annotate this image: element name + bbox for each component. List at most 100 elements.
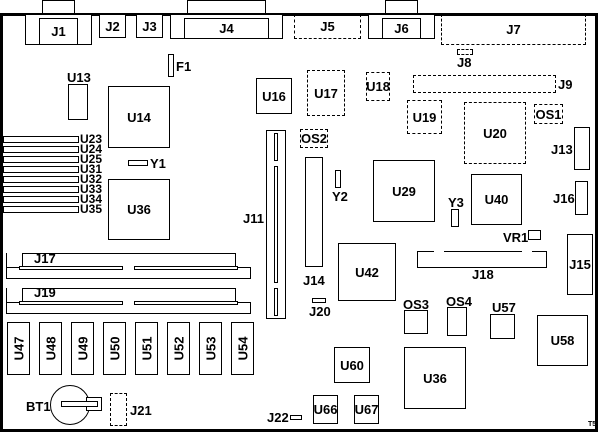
memory-socket[interactable] xyxy=(3,176,79,183)
chip-u17: U17 xyxy=(307,70,345,116)
chip-u54: U54 xyxy=(231,322,254,375)
label-u48: U48 xyxy=(43,336,59,361)
label-j14: J14 xyxy=(303,273,325,288)
label-u40: U40 xyxy=(484,192,509,207)
connector-j6: J6 xyxy=(382,18,421,39)
crystal-y3 xyxy=(451,209,459,227)
label-u52: U52 xyxy=(171,336,187,361)
memory-socket[interactable] xyxy=(3,186,79,193)
j18-notch-right xyxy=(522,250,532,253)
label-u24: U24 xyxy=(80,142,103,156)
label-j2: J2 xyxy=(105,18,120,34)
label-u60: U60 xyxy=(340,357,364,373)
label-u57: U57 xyxy=(492,300,516,315)
chip-u20: U20 xyxy=(464,102,526,164)
label-j18: J18 xyxy=(472,267,494,282)
label-u25: U25 xyxy=(80,152,103,166)
chip-u48: U48 xyxy=(39,322,62,375)
label-u50: U50 xyxy=(107,336,123,361)
chip-u60: U60 xyxy=(334,347,370,383)
label-j11: J11 xyxy=(243,211,264,226)
label-u54: U54 xyxy=(235,336,251,361)
chip-u36-upper: U36 xyxy=(108,179,170,240)
label-j20: J20 xyxy=(309,304,331,319)
chip-u19: U19 xyxy=(407,100,442,134)
chip-u57 xyxy=(490,314,515,339)
crystal-y1 xyxy=(128,160,148,166)
label-u67: U67 xyxy=(354,402,379,417)
slot-j19-notch-left xyxy=(7,288,23,303)
slot-j11-pin-b xyxy=(274,166,278,283)
memory-socket[interactable] xyxy=(3,146,79,153)
connector-j16[interactable] xyxy=(575,181,588,215)
label-vr1: VR1 xyxy=(503,230,529,245)
connector-j9 xyxy=(413,75,556,93)
label-y3: Y3 xyxy=(448,195,464,210)
slot-j17-pins-b xyxy=(134,266,238,270)
slot-j11-pin-a xyxy=(274,133,278,161)
oscillator-os1: OS1 xyxy=(534,104,563,124)
jumper-j20 xyxy=(312,298,326,303)
label-j19: J19 xyxy=(34,285,56,300)
chip-u49: U49 xyxy=(71,322,94,375)
memory-socket[interactable] xyxy=(3,206,79,213)
label-j5: J5 xyxy=(320,19,335,34)
chip-u50: U50 xyxy=(103,322,126,375)
fuse-f1 xyxy=(168,54,174,77)
label-j9: J9 xyxy=(558,77,573,92)
memory-socket[interactable] xyxy=(3,196,79,203)
label-u29: U29 xyxy=(392,183,416,199)
connector-j15[interactable]: J15 xyxy=(567,234,593,295)
slot-j17[interactable] xyxy=(6,253,251,279)
connector-j13[interactable] xyxy=(574,127,590,170)
chip-u36-lower: U36 xyxy=(404,347,466,409)
j18-notch-left xyxy=(434,250,444,253)
label-u20: U20 xyxy=(483,125,507,141)
crystal-y2 xyxy=(335,170,341,188)
connector-j1-top xyxy=(42,0,75,14)
connector-j2: J2 xyxy=(99,14,126,38)
connector-j14[interactable] xyxy=(305,157,323,267)
slot-j19-notch-right xyxy=(235,288,251,303)
label-u36-lower: U36 xyxy=(423,370,447,386)
label-u33: U33 xyxy=(80,182,103,196)
label-j15: J15 xyxy=(569,257,591,272)
label-u32: U32 xyxy=(80,172,103,186)
label-j21: J21 xyxy=(130,403,152,418)
label-y1: Y1 xyxy=(150,156,166,171)
label-u16: U16 xyxy=(262,88,286,104)
label-u23: U23 xyxy=(80,132,103,146)
oscillator-os2: OS2 xyxy=(300,129,328,148)
label-u58: U58 xyxy=(550,333,575,348)
label-u49: U49 xyxy=(75,336,91,361)
label-j7: J7 xyxy=(506,22,521,37)
connector-j7: J7 xyxy=(441,14,586,45)
memory-socket[interactable] xyxy=(3,166,79,173)
label-u31: U31 xyxy=(80,162,103,176)
label-u18: U18 xyxy=(366,79,390,94)
memory-socket[interactable] xyxy=(3,156,79,163)
connector-j6-top xyxy=(385,0,418,14)
chip-u67: U67 xyxy=(354,395,379,424)
chip-u18: U18 xyxy=(366,72,390,101)
connector-j4-top xyxy=(187,0,266,14)
chip-u58: U58 xyxy=(537,315,588,366)
label-f1: F1 xyxy=(176,59,192,74)
slot-j19-pins-a xyxy=(19,301,123,305)
label-os3: OS3 xyxy=(403,297,430,312)
slot-j17-notch-right xyxy=(235,253,251,268)
label-j1: J1 xyxy=(51,24,66,39)
chip-u47: U47 xyxy=(7,322,30,375)
jumper-j22 xyxy=(290,415,302,420)
slot-j17-notch-left xyxy=(7,253,23,268)
chip-u53: U53 xyxy=(199,322,222,375)
label-j6: J6 xyxy=(394,21,409,36)
connector-j18[interactable] xyxy=(417,251,547,268)
chip-u66: U66 xyxy=(313,395,338,424)
label-os2: OS2 xyxy=(301,131,328,146)
label-y2: Y2 xyxy=(332,189,348,204)
chip-u42: U42 xyxy=(338,243,396,301)
memory-socket[interactable] xyxy=(3,136,79,143)
battery-clip xyxy=(61,401,98,407)
chip-u51: U51 xyxy=(135,322,158,375)
